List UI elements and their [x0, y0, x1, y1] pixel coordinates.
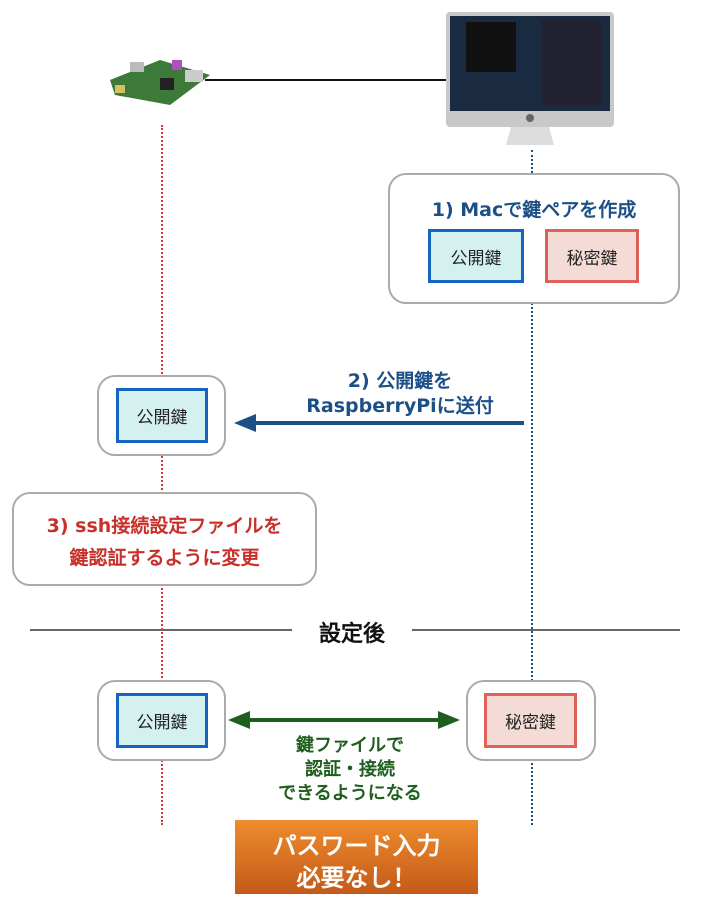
- after-label-2: 認証・接続: [305, 759, 395, 780]
- callout-line-2: 必要なし！: [296, 864, 417, 892]
- send-arrow: [234, 414, 524, 432]
- after-label-1: 鍵ファイルで: [296, 735, 404, 756]
- step1-title: 1) Macで鍵ペアを作成: [431, 199, 637, 221]
- step2-label-2: RaspberryPiに送付: [306, 395, 494, 417]
- private-key-box: 秘密鍵: [545, 229, 639, 283]
- connection-line: [205, 79, 447, 81]
- step3-label-1: 3) ssh接続設定ファイルを: [46, 515, 283, 537]
- pi-lifeline: [161, 125, 163, 825]
- public-key-box: 公開鍵: [428, 229, 524, 283]
- step2-label-1: 2) 公開鍵を: [347, 370, 453, 392]
- no-password-callout: パスワード入力 必要なし！: [235, 820, 478, 894]
- divider-left: [30, 629, 292, 631]
- mac-lifeline: [531, 150, 533, 825]
- divider-right: [412, 629, 680, 631]
- imac-image: [446, 12, 614, 145]
- step3-panel: [12, 492, 317, 586]
- step3-label-2: 鍵認証するように変更: [69, 547, 260, 569]
- auth-double-arrow: [228, 711, 460, 729]
- divider-label: 設定後: [318, 622, 385, 647]
- after-public-key-box: 公開鍵: [116, 693, 208, 748]
- raspberry-pi-image: [110, 60, 210, 105]
- pi-public-key-box: 公開鍵: [116, 388, 208, 443]
- callout-line-1: パスワード入力: [272, 832, 441, 860]
- after-label-3: できるようになる: [278, 783, 422, 804]
- after-private-key-box: 秘密鍵: [484, 693, 577, 748]
